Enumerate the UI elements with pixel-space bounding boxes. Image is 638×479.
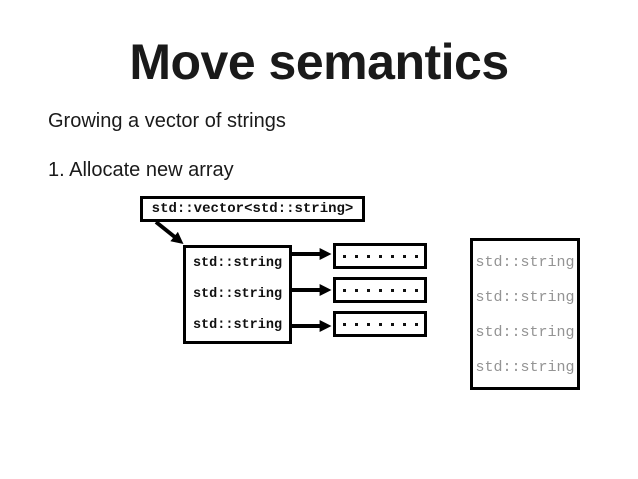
slide-subtitle: Growing a vector of strings [48,110,286,132]
buffer-dot [366,254,370,258]
buffer-dot [390,254,394,258]
buffer-dot [402,288,406,292]
old-array-cell: std::string [186,248,289,279]
new-array-cell-label: std::string [475,289,575,306]
new-array-cell: std::string [473,280,577,315]
old-array-cell: std::string [186,310,289,341]
buffer-dot [378,322,382,326]
buffer-dot [402,254,406,258]
string-buffer-box [333,311,427,337]
buffer-dot [414,288,418,292]
buffer-dot [354,288,358,292]
string-buffer-box [333,277,427,303]
new-array-cell-label: std::string [475,324,575,341]
buffer-dot [390,288,394,292]
buffer-dot [342,254,346,258]
old-array-cell-label: std::string [192,256,283,271]
slide-title: Move semantics [129,34,509,90]
new-array-cell-label: std::string [475,254,575,271]
buffer-dot [342,288,346,292]
vector-pointer-box: std::vector<std::string> [140,196,365,222]
string-buffer-box [333,243,427,269]
buffer-dot [342,322,346,326]
buffer-dot [378,254,382,258]
vector-pointer-arrow [154,220,184,244]
buffer-dot [414,322,418,326]
buffer-dot [378,288,382,292]
buffer-dot [354,254,358,258]
old-array-cell-label: std::string [192,287,283,302]
new-array-cell: std::string [473,350,577,385]
old-array-box: std::string std::string std::string [183,245,292,344]
buffer-dot [366,288,370,292]
buffer-dot [402,322,406,326]
buffer-dot [390,322,394,326]
step-label: 1. Allocate new array [48,159,234,181]
buffer-dot [414,254,418,258]
old-array-cell-label: std::string [192,318,283,333]
new-array-cell-label: std::string [475,359,575,376]
new-array-cell: std::string [473,315,577,350]
new-array-box: std::string std::string std::string std:… [470,238,580,390]
old-array-cell: std::string [186,279,289,310]
vector-pointer-label: std::vector<std::string> [151,201,354,217]
buffer-dot [354,322,358,326]
new-array-cell: std::string [473,245,577,280]
buffer-dot [366,322,370,326]
